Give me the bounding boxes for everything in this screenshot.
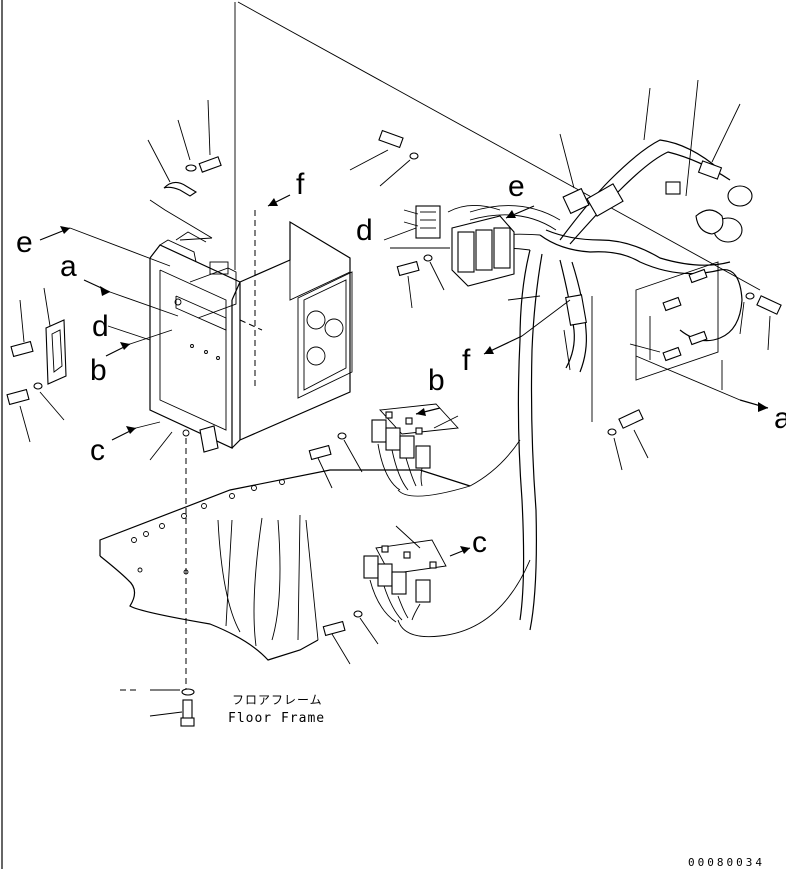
floor-frame-label-english: Floor Frame: [228, 711, 325, 726]
terminal-block-assembly: [349, 129, 515, 309]
construction-line-diagonal: [237, 1, 761, 291]
relay-group-lower: [322, 525, 531, 665]
callout-b-left: b: [90, 354, 107, 387]
floor-bolt-washer: [120, 688, 195, 727]
floor-frame: [99, 469, 471, 661]
relay-bracket-box: [149, 199, 353, 690]
callout-b-right: b: [428, 364, 445, 397]
callout-arrows-left: [39, 194, 291, 461]
bolt-washer-right-middle: [591, 296, 649, 471]
clip-washer-bolt-group: [147, 99, 222, 197]
callout-a-left: a: [60, 250, 77, 283]
drawing-code: 00080034: [688, 856, 765, 869]
callout-d-upper: d: [356, 214, 373, 247]
callout-arrows-right: [415, 205, 769, 557]
callout-e-upper: e: [508, 170, 525, 203]
callout-f-middle: f: [462, 344, 471, 377]
callout-e-left: e: [16, 226, 33, 259]
callout-f-upper: f: [296, 168, 305, 201]
callout-d-left: d: [92, 310, 109, 343]
floor-frame-label-japanese: フロアフレーム: [232, 693, 323, 707]
callout-a-right: a: [774, 402, 786, 435]
callout-c-left: c: [90, 434, 105, 467]
relay-group-upper: [308, 403, 521, 497]
d-sub-connector: [6, 287, 67, 443]
callout-c-right: c: [472, 526, 487, 559]
wiring-harness: [447, 79, 782, 631]
